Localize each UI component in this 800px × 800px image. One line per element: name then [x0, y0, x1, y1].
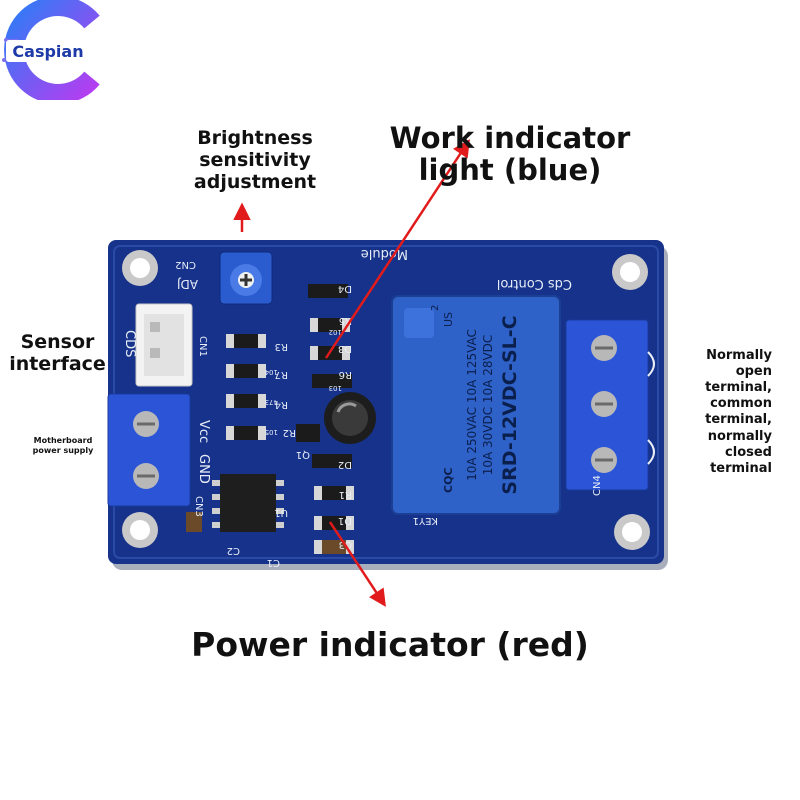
callout-brightness: Brightness sensitivity adjustment — [193, 127, 317, 193]
pcb-label: 473 — [265, 398, 278, 406]
pcb-label: CDS — [122, 330, 137, 357]
transistor-q1 — [296, 424, 320, 442]
smd-resistor — [310, 318, 350, 332]
pcb-label: CN1 — [197, 336, 208, 357]
smd-resistor — [226, 334, 266, 348]
smd-resistor — [312, 374, 352, 388]
callout-power-indicator: Power indicator (red) — [191, 625, 589, 664]
power-indicator-led — [314, 516, 354, 530]
pcb-label: R4 — [275, 399, 288, 410]
relay-rating-line1: 10A 250VAC 10A 125VAC — [465, 329, 479, 481]
pcb-label: CN3 — [193, 496, 204, 517]
pcb-label: CN2 — [175, 259, 196, 270]
brand-logo: Caspian — [2, 0, 100, 100]
pcb-label: R1 — [339, 489, 352, 500]
pcb-label: R7 — [275, 369, 288, 380]
mounting-hole — [612, 254, 648, 290]
pcb-label: CN4 — [592, 475, 603, 496]
pcb-label: D3 — [338, 343, 352, 354]
smd-resistor — [312, 454, 352, 468]
pcb-label: Vcc — [196, 420, 211, 443]
smd-resistor — [226, 426, 266, 440]
smd-resistor — [314, 486, 354, 500]
mounting-hole — [122, 512, 158, 548]
potentiometer — [219, 251, 273, 305]
smd-capacitor — [186, 512, 202, 532]
pcb-label: U1 — [274, 507, 288, 518]
pcb-label: ADJ — [177, 277, 198, 291]
pcb-label: R6 — [339, 369, 352, 380]
pcb-label: C2 — [227, 545, 240, 556]
ic-chip — [212, 474, 284, 532]
relay-rating-line2: 10A 30VDC 10A 28VDC — [481, 335, 495, 476]
sensor-connector — [135, 303, 193, 387]
pcb-label: 104 — [264, 368, 278, 376]
pcb-label: GND — [196, 454, 211, 484]
pcb-label: D4 — [338, 283, 352, 294]
round-component — [324, 392, 376, 444]
callout-sensor-interface: Sensor interface — [9, 331, 106, 375]
mounting-hole — [122, 250, 158, 286]
arrow-power-indicator — [328, 521, 386, 607]
relay-number-mark: 2 — [430, 305, 441, 311]
pcb-label: R5 — [339, 315, 352, 326]
smd-resistor — [308, 284, 348, 298]
pcb-label: Module — [361, 246, 408, 261]
smd-resistor — [226, 394, 266, 408]
pcb-label: Cds Control — [497, 276, 572, 291]
relay-cqc-mark: CQC — [442, 468, 455, 494]
mounting-hole — [614, 514, 650, 550]
power-terminal-block — [107, 393, 191, 507]
pcb-label: 105 — [265, 428, 278, 436]
arrow-work-indicator — [324, 139, 470, 359]
pcb-label: C1 — [267, 557, 280, 568]
callout-work-indicator: Work indicator light (blue) — [389, 121, 631, 188]
pcb-label: R3 — [275, 341, 288, 352]
smd-resistor — [226, 364, 266, 378]
relay-us-mark: US — [442, 312, 455, 327]
relay-terminal-block — [565, 319, 649, 491]
relay-model: SRD-12VDC-SL-C — [499, 315, 521, 494]
callout-terminals: Normally open terminal, common terminal,… — [705, 348, 772, 476]
pcb-label: KEY1 — [413, 515, 438, 526]
callout-motherboard-power: Motherboard power supply — [32, 436, 94, 455]
pcb-label: D2 — [338, 459, 352, 470]
brand-name: Caspian — [12, 42, 83, 61]
pcb-label: R2 — [283, 427, 296, 438]
pcb-label: 102 — [329, 328, 342, 336]
pcb-label: D1 — [338, 515, 352, 526]
relay — [391, 295, 561, 515]
pcb-label: Q1 — [296, 449, 310, 460]
pcb-label: 103 — [329, 384, 342, 392]
